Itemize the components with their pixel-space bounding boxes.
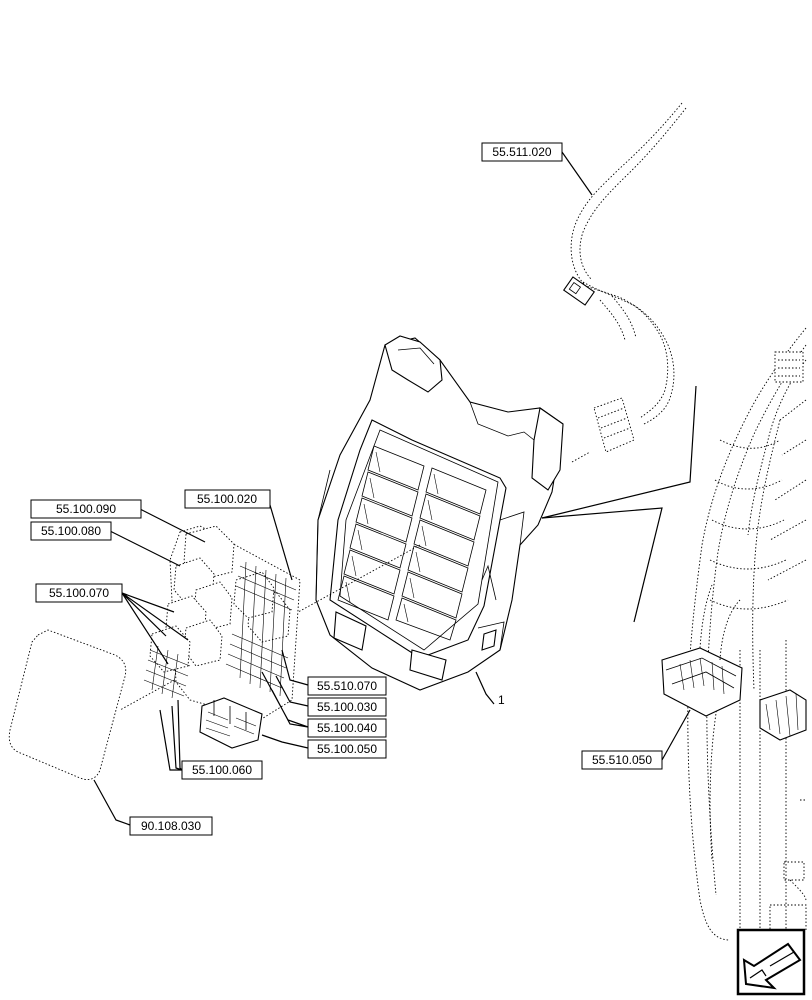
svg-text:90.108.030: 90.108.030	[141, 819, 201, 833]
cab-structure-phantom	[687, 327, 807, 941]
callout-55-100-090[interactable]: 55.100.090	[30, 499, 142, 519]
svg-text:55.100.030: 55.100.030	[317, 700, 377, 714]
svg-text:55.510.070: 55.510.070	[317, 679, 377, 693]
svg-text:55.100.040: 55.100.040	[317, 721, 377, 735]
callout-55-100-030[interactable]: 55.100.030	[307, 697, 387, 717]
svg-text:55.100.020: 55.100.020	[197, 492, 257, 506]
fuse-box-housing	[119, 335, 564, 711]
callout-55-100-040[interactable]: 55.100.040	[307, 718, 387, 738]
connector-55-510-050	[661, 584, 807, 741]
svg-text:55.100.060: 55.100.060	[192, 763, 252, 777]
callout-55-510-050[interactable]: 55.510.050	[581, 750, 663, 770]
callout-55-100-080[interactable]: 55.100.080	[30, 521, 112, 541]
svg-text:55.100.050: 55.100.050	[317, 742, 377, 756]
callout-90-108-030[interactable]: 90.108.030	[129, 816, 213, 836]
callout-55-510-070[interactable]: 55.510.070	[307, 676, 387, 696]
fuse-cavities	[337, 445, 487, 641]
item-number-label: 1	[498, 693, 505, 707]
callout-55-100-070[interactable]: 55.100.070	[35, 583, 123, 603]
arrow-left-down-icon[interactable]	[736, 928, 806, 996]
callout-55-100-020[interactable]: 55.100.020	[184, 489, 271, 509]
svg-text:55.511.020: 55.511.020	[492, 145, 551, 159]
wiring-harness-phantom	[562, 102, 687, 463]
fuse-relay-board	[143, 525, 301, 749]
svg-text:55.100.090: 55.100.090	[56, 502, 116, 516]
callout-55-100-050[interactable]: 55.100.050	[307, 739, 387, 759]
callout-55-511-020[interactable]: 55.511.020	[481, 142, 563, 162]
svg-text:55.100.080: 55.100.080	[41, 524, 101, 538]
callout-55-100-060[interactable]: 55.100.060	[181, 760, 263, 780]
cover-panel-phantom	[8, 629, 127, 781]
svg-text:55.510.050: 55.510.050	[592, 753, 652, 767]
svg-text:55.100.070: 55.100.070	[49, 586, 109, 600]
fuse-strips	[143, 561, 297, 699]
leader-lines	[93, 151, 697, 826]
